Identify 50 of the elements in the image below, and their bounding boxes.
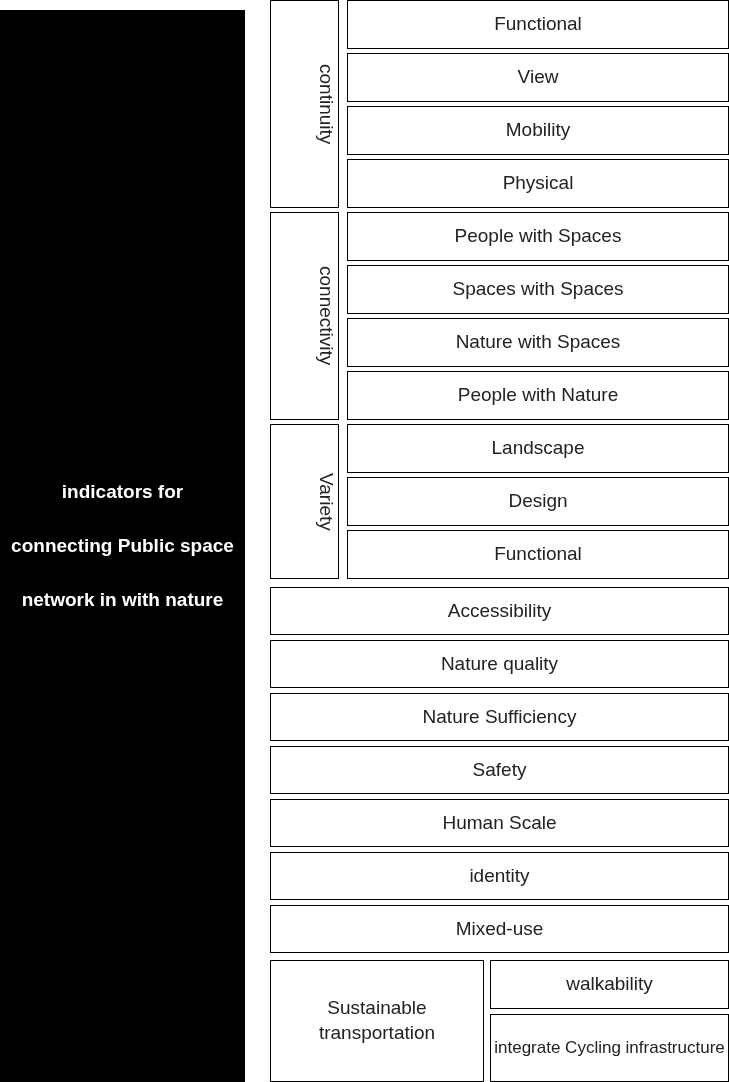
indicator-box — [347, 477, 729, 526]
title-text: indicators for connecting Public space network in with nature — [10, 479, 235, 613]
indicator-box — [270, 746, 729, 794]
indicator-box — [347, 212, 729, 261]
indicator-label: Human Scale — [442, 810, 557, 835]
group-label: Variety — [315, 472, 338, 531]
indicator-box — [347, 424, 729, 473]
group-box — [270, 424, 339, 579]
indicator-box — [347, 106, 729, 155]
indicator-box — [347, 0, 729, 49]
indicator-label: People with Nature — [457, 383, 619, 408]
indicator-label: Landscape — [491, 436, 585, 461]
indicator-box — [270, 693, 729, 741]
indicator-label: Accessibility — [447, 598, 552, 623]
indicator-label: Design — [508, 489, 568, 514]
title-panel — [0, 10, 245, 1082]
indicator-label: Nature with Spaces — [455, 330, 621, 355]
group-label: connectivity — [315, 266, 338, 366]
indicator-label: View — [517, 65, 559, 90]
group-label: continuity — [315, 63, 338, 145]
indicator-box — [270, 640, 729, 688]
indicator-box — [347, 265, 729, 314]
indicator-label: Nature quality — [440, 651, 559, 676]
indicator-label: Functional — [494, 12, 582, 37]
indicator-box — [347, 159, 729, 208]
indicator-label: Functional — [494, 542, 582, 567]
group-box — [270, 212, 339, 420]
indicator-box — [270, 905, 729, 953]
indicator-label: integrate Cycling infrastructure — [494, 1036, 725, 1059]
indicator-label: People with Spaces — [454, 224, 622, 249]
indicator-label: Spaces with Spaces — [452, 277, 624, 302]
indicator-label: identity — [469, 863, 530, 888]
indicator-box — [347, 53, 729, 102]
indicator-box — [347, 318, 729, 367]
group-label: Sustainable transportation — [317, 996, 437, 1045]
indicator-box — [347, 371, 729, 420]
indicator-box — [270, 587, 729, 635]
indicator-label: Mixed-use — [455, 916, 544, 941]
indicator-label: Mobility — [505, 118, 571, 143]
indicator-label: walkability — [566, 972, 653, 997]
indicator-box — [490, 960, 729, 1009]
indicator-box — [270, 799, 729, 847]
indicator-label: Nature Sufficiency — [422, 704, 577, 729]
indicator-label: Safety — [472, 757, 527, 782]
indicator-box — [490, 1014, 729, 1082]
indicator-box — [270, 852, 729, 900]
indicator-box — [347, 530, 729, 579]
group-box — [270, 0, 339, 208]
indicator-label: Physical — [502, 171, 574, 196]
indicator-box — [270, 960, 484, 1082]
